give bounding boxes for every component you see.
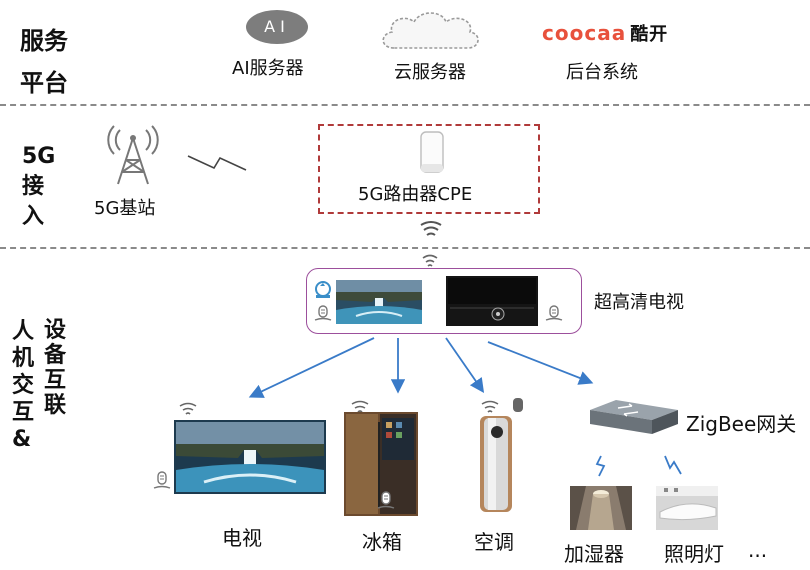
layer-label-service: 服务平台 [20, 27, 68, 97]
backend-label: 后台系统 [566, 62, 638, 83]
ac-remote-icon [513, 398, 523, 412]
arrow-to-ac [445, 337, 485, 393]
humidifier-label: 加湿器 [564, 542, 624, 566]
zigbee-link-lighting [664, 455, 682, 475]
uhd-tv-screen-dark [446, 276, 538, 326]
ac-label: 空调 [474, 530, 514, 554]
router-label: 5G路由器CPE [358, 184, 473, 205]
wireless-link-icon [187, 155, 247, 171]
fridge-device-image [344, 412, 418, 516]
uhd-tv-voice-icon-left [314, 305, 332, 321]
cloud-icon [382, 12, 479, 49]
ac-device-image [480, 416, 512, 512]
layer-label-interact-b: 设备互联 [44, 318, 67, 418]
router-wifi-icon [420, 221, 442, 236]
ai-server-badge-icon: AI [246, 10, 308, 44]
tv-device-image [174, 420, 326, 494]
separator-access-interact [0, 247, 810, 249]
base-station-label: 5G基站 [94, 198, 156, 219]
uhd-tv-wifi-icon [422, 254, 438, 267]
tv-wifi-icon [179, 402, 197, 415]
lighting-device-image [656, 486, 718, 530]
layer-label-interact-a: 人机交互& [12, 319, 35, 452]
sync-icon [315, 281, 331, 298]
ac-wifi-icon [481, 400, 499, 413]
lighting-label: 照明灯 [664, 542, 724, 566]
layer-label-access: 5G接入 [22, 144, 56, 229]
tv-voice-icon [153, 471, 171, 489]
uhd-tv-label: 超高清电视 [594, 292, 684, 313]
router-device-icon [420, 131, 444, 173]
brand-latin: COOCAA [542, 21, 627, 45]
zigbee-link-humidifier [595, 455, 606, 477]
more-devices-ellipsis: ... [748, 538, 768, 562]
fridge-voice-icon [377, 491, 395, 509]
brand-cn: 酷开 [630, 24, 669, 45]
fridge-label: 冰箱 [362, 530, 402, 554]
base-station-tower-icon [107, 125, 159, 185]
separator-service-access [0, 104, 810, 106]
arrow-to-zigbee [487, 341, 594, 385]
zigbee-gateway-image [590, 400, 678, 434]
humidifier-device-image [570, 486, 632, 530]
arrow-to-tv [248, 337, 375, 398]
coocaa-logo: COOCAA酷开 [542, 20, 668, 46]
fridge-wifi-icon [351, 400, 369, 413]
router-cpe-box [318, 124, 540, 214]
uhd-tv-group-box [306, 268, 582, 334]
zigbee-label: ZigBee网关 [686, 412, 797, 436]
tv-label: 电视 [222, 526, 262, 550]
cloud-server-label: 云服务器 [394, 62, 466, 83]
uhd-tv-screen-landscape [336, 280, 422, 324]
ai-server-label: AI服务器 [232, 58, 304, 79]
uhd-tv-voice-icon-right [545, 305, 563, 321]
